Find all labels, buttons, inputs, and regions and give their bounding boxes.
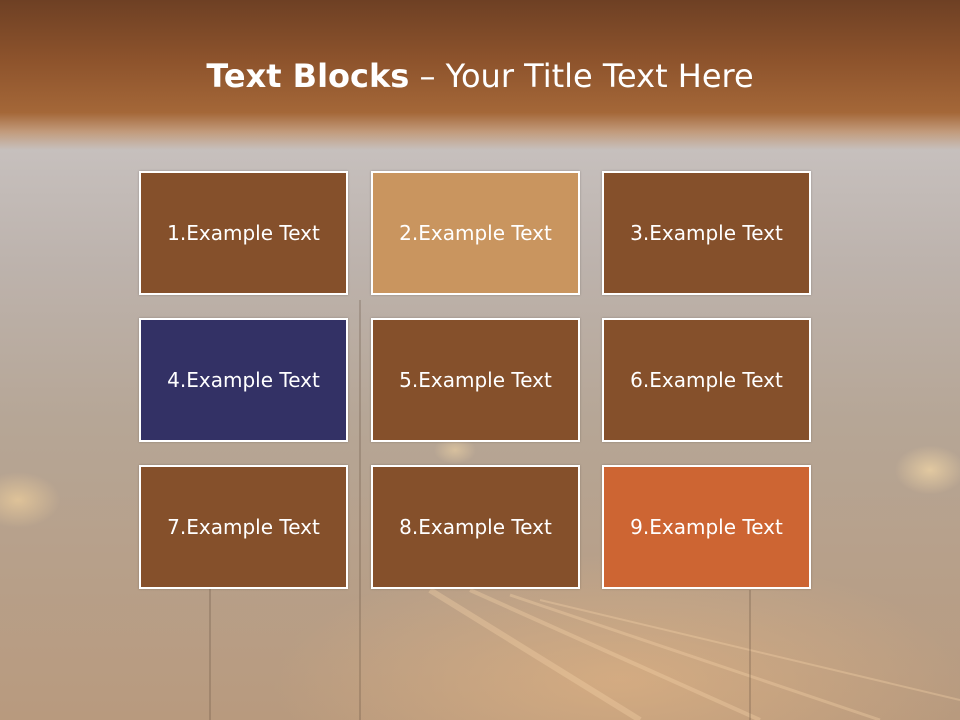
- text-block-6[interactable]: 6.Example Text: [602, 318, 811, 442]
- text-block-7[interactable]: 7.Example Text: [139, 465, 348, 589]
- title-rest: – Your Title Text Here: [409, 57, 754, 95]
- text-block-5[interactable]: 5.Example Text: [371, 318, 580, 442]
- text-block-8[interactable]: 8.Example Text: [371, 465, 580, 589]
- title-bar: [0, 0, 960, 150]
- slide-title: Text Blocks – Your Title Text Here: [0, 52, 960, 100]
- text-block-1[interactable]: 1.Example Text: [139, 171, 348, 295]
- title-bold: Text Blocks: [206, 57, 410, 95]
- text-block-4[interactable]: 4.Example Text: [139, 318, 348, 442]
- text-block-3[interactable]: 3.Example Text: [602, 171, 811, 295]
- text-block-2[interactable]: 2.Example Text: [371, 171, 580, 295]
- text-block-9[interactable]: 9.Example Text: [602, 465, 811, 589]
